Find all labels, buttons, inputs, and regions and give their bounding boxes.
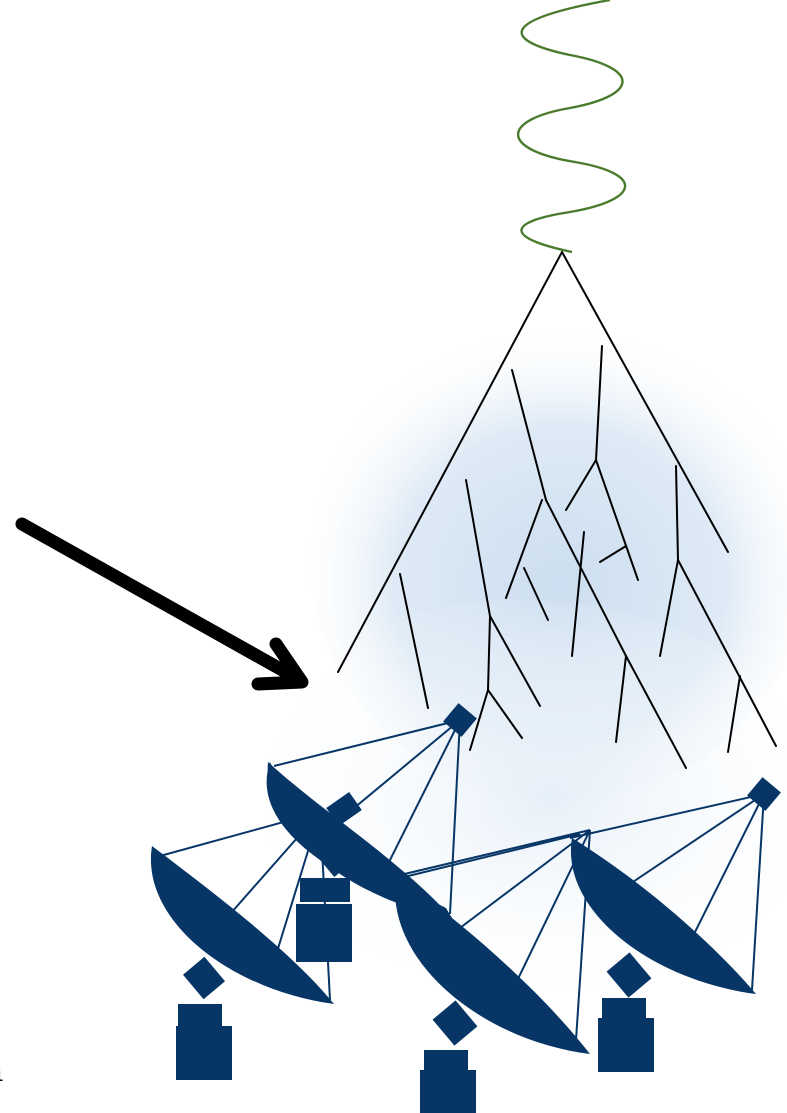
sine-wave-icon <box>518 0 625 252</box>
edge-text-fragment-label: n <box>0 1052 22 1092</box>
arrow-icon <box>22 524 302 684</box>
edge-text-fragment: n <box>0 1052 22 1092</box>
